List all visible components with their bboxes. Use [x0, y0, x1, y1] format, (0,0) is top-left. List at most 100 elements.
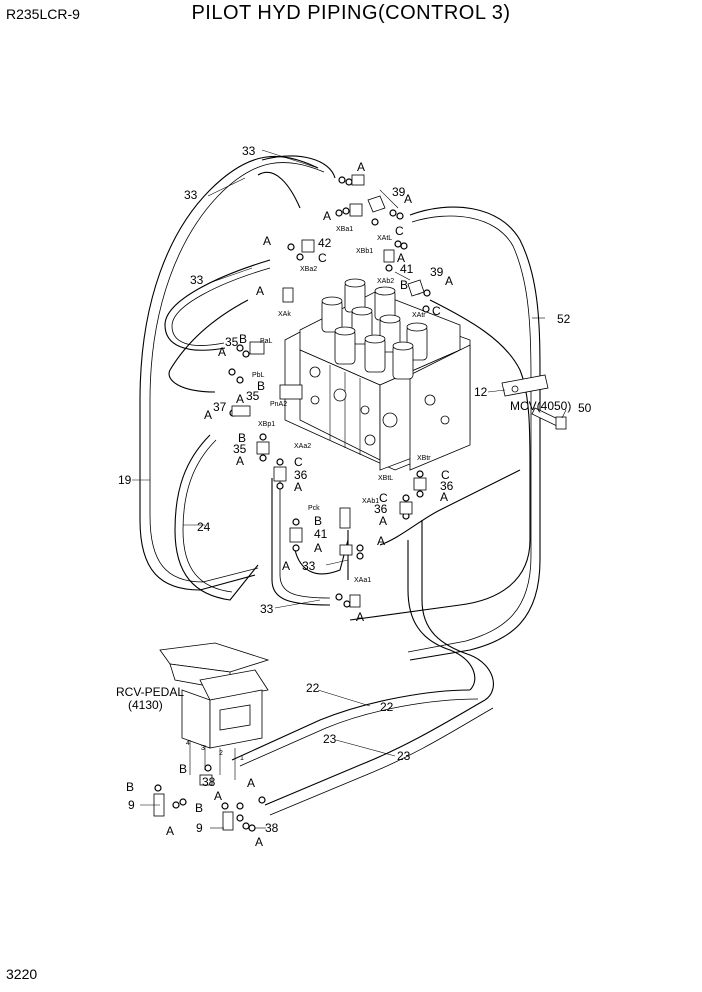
part-22: 22 [306, 681, 320, 695]
port-pbl: PbL [252, 372, 265, 379]
pipe-23 [264, 699, 486, 806]
code-c: C [294, 455, 303, 469]
part-33: 33 [190, 273, 204, 287]
code-a: A [440, 490, 448, 504]
part-41: 41 [400, 262, 414, 276]
diagram-labels: MCV(4050) RCV-PEDAL (4130) PaL PbL PnA2 … [116, 144, 592, 849]
part-36: 36 [294, 468, 308, 482]
port-xab1: XAb1 [362, 498, 379, 505]
code-a: A [166, 824, 174, 838]
port-xak: XAk [278, 311, 291, 318]
fittings [228, 174, 431, 608]
part-19: 19 [118, 473, 132, 487]
code-b: B [126, 780, 134, 794]
pipe-22-b [239, 698, 479, 767]
code-a: A [314, 541, 322, 555]
bolt-50 [531, 407, 567, 430]
pipe-xab1-link [379, 469, 521, 546]
code-c: C [432, 304, 441, 318]
part-52: 52 [557, 312, 571, 326]
code-a: A [282, 559, 290, 573]
code-c: C [379, 491, 388, 505]
port-xbtr: XBtr [417, 455, 431, 462]
part-35: 35 [246, 389, 260, 403]
part-50: 50 [578, 401, 592, 415]
pipe-22 [231, 689, 471, 761]
port-xbtl: XBtL [378, 475, 393, 482]
code-a: A [404, 192, 412, 206]
label-rcv-pedal-code: (4130) [128, 698, 163, 712]
pipe-right-drop-1 [407, 540, 476, 691]
pedal-port-4: 4 [186, 740, 190, 747]
code-a: A [323, 209, 331, 223]
part-36: 36 [440, 479, 454, 493]
code-a: A [397, 251, 405, 265]
pipe-19-inner [149, 162, 325, 583]
port-pna2: PnA2 [270, 401, 287, 408]
code-b: B [400, 278, 408, 292]
spool-caps [321, 278, 428, 380]
mcv-block [279, 278, 471, 471]
pedal-port-1: 1 [240, 755, 244, 762]
port-xbb1: XBb1 [356, 248, 373, 255]
pipe-33-top [257, 171, 301, 209]
code-a: A [236, 454, 244, 468]
part-39: 39 [392, 185, 406, 199]
label-mcv: MCV(4050) [510, 399, 571, 413]
port-xba2: XBa2 [300, 266, 317, 273]
part-38: 38 [265, 821, 279, 835]
leader-lines [132, 149, 567, 829]
part-35: 35 [225, 335, 239, 349]
pipe-right-drop-2 [421, 520, 494, 701]
code-c: C [318, 251, 327, 265]
port-pck: Pck [308, 505, 320, 512]
code-a: A [263, 234, 271, 248]
part-23: 23 [323, 732, 337, 746]
code-a: A [218, 345, 226, 359]
part-33: 33 [242, 144, 256, 158]
pipe-33-center [294, 539, 349, 575]
part-39: 39 [430, 265, 444, 279]
part-22: 22 [380, 700, 394, 714]
part-38: 38 [202, 775, 216, 789]
code-b: B [314, 514, 322, 528]
code-a: A [204, 408, 212, 422]
pedal-port-2: 2 [219, 750, 223, 757]
code-a: A [255, 835, 263, 849]
mcv-side-fitting [279, 384, 303, 400]
part-33: 33 [302, 559, 316, 573]
pipe-33-mid [164, 259, 271, 351]
mcv-face-ports [309, 366, 450, 446]
part-9: 9 [128, 798, 135, 812]
clamp-12 [501, 374, 549, 397]
model-code: R235LCR-9 [6, 6, 80, 22]
pipe-52-lower [349, 299, 531, 621]
pipe-19 [139, 155, 319, 591]
code-a: A [445, 274, 453, 288]
code-a: A [236, 392, 244, 406]
code-c: C [395, 224, 404, 238]
code-b: B [195, 801, 203, 815]
code-a: A [356, 610, 364, 624]
code-b: B [239, 332, 247, 346]
pedal-port-3: 3 [201, 745, 205, 752]
code-b: B [257, 379, 265, 393]
pipe-24 [174, 434, 259, 601]
pipe-23-b [269, 707, 494, 816]
part-24: 24 [197, 520, 211, 534]
part-36: 36 [374, 502, 388, 516]
part-23: 23 [397, 749, 411, 763]
pipe-33-lower-b [279, 478, 331, 599]
code-b: B [238, 431, 246, 445]
label-rcv-pedal: RCV-PEDAL [116, 685, 184, 699]
part-12: 12 [474, 385, 488, 399]
part-33: 33 [184, 188, 198, 202]
part-33: 33 [260, 602, 274, 616]
pipe-33-upper [261, 155, 336, 179]
part-9: 9 [196, 821, 203, 835]
part-37: 37 [213, 400, 227, 414]
code-a: A [357, 160, 365, 174]
port-xba1: XBa1 [336, 226, 353, 233]
rcv-pedal [159, 642, 270, 780]
